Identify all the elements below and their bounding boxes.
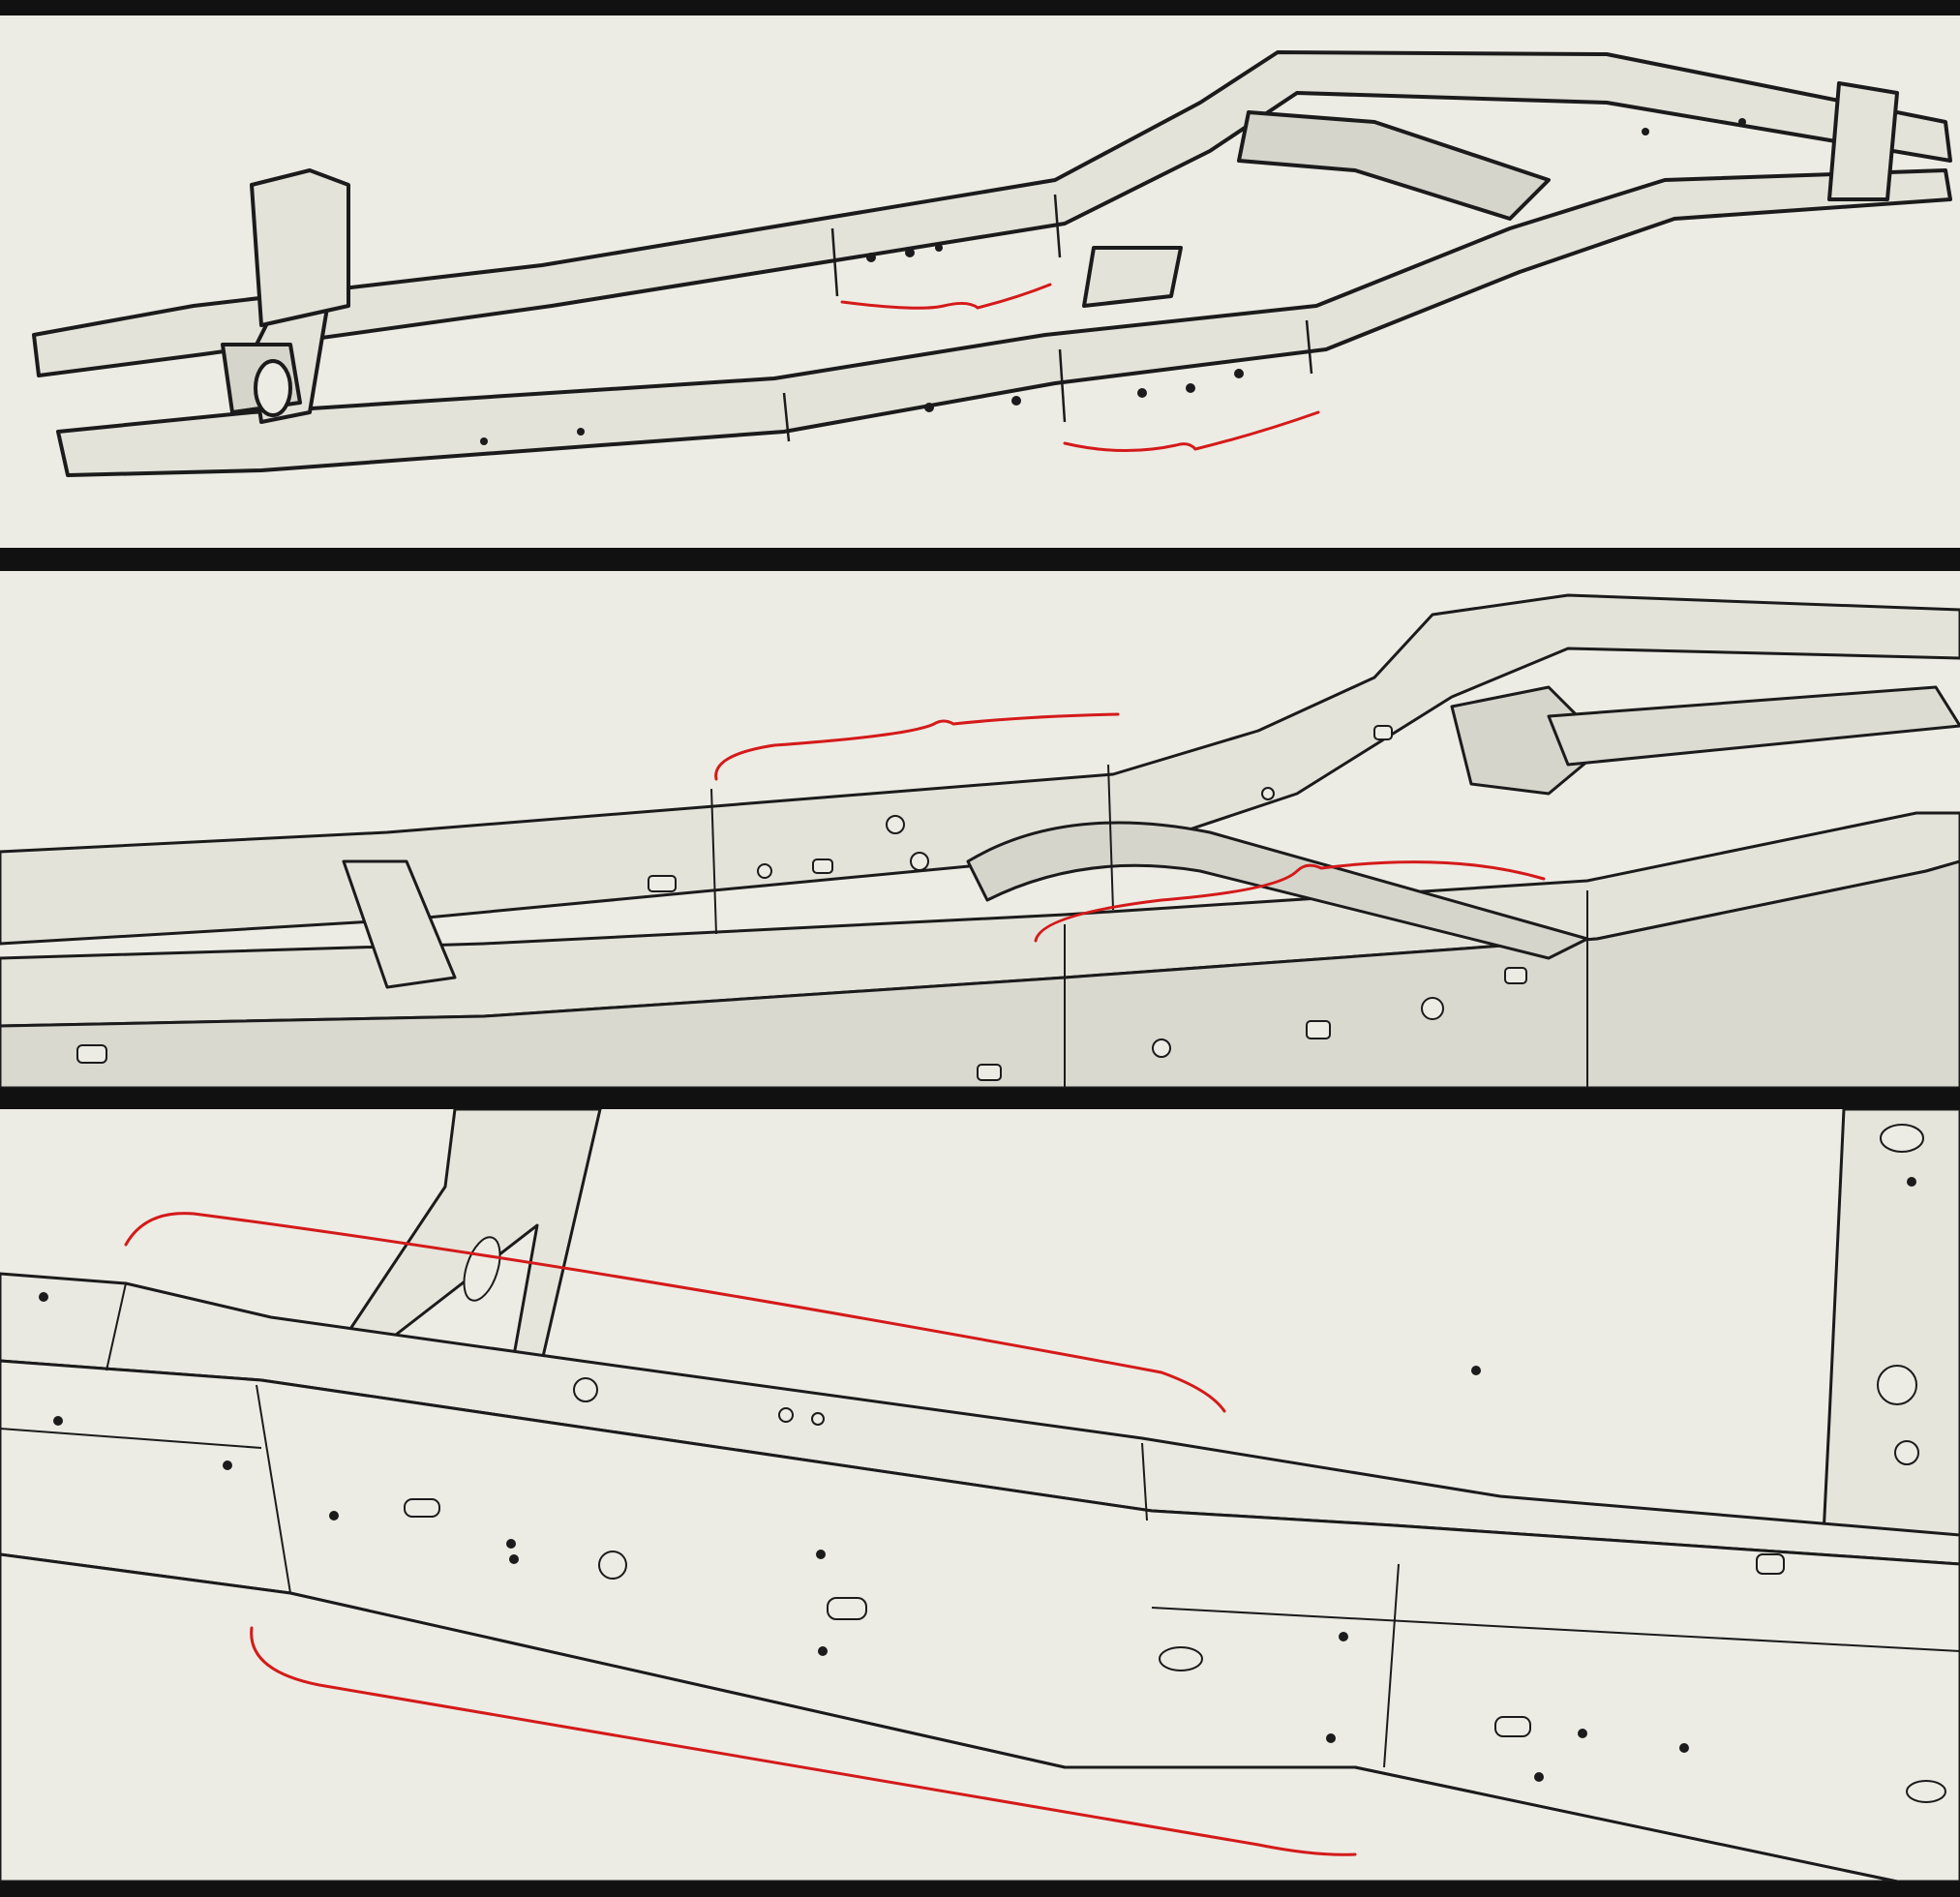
far-side-rail bbox=[0, 593, 1960, 946]
mounting-holes bbox=[480, 118, 1746, 445]
near-rail-lower-face bbox=[0, 859, 1960, 1088]
annotation-brace-far-rail-upper bbox=[714, 712, 1120, 781]
cross-member-rear bbox=[1827, 81, 1899, 201]
annotation-brace-far-rail bbox=[840, 283, 1052, 310]
front-mount-hole bbox=[254, 359, 292, 417]
cross-member-mid bbox=[1082, 246, 1183, 308]
rail-segment-lines bbox=[710, 764, 1588, 1088]
annotation-brace-far-rail-lower bbox=[1034, 860, 1546, 943]
annotation-brace-lower-rail bbox=[250, 1626, 1357, 1856]
panel-mid-section bbox=[0, 571, 1960, 1088]
panel-divider-bottom bbox=[0, 1088, 1960, 1109]
near-side-rail bbox=[56, 168, 1952, 477]
panel-divider-footer bbox=[0, 1882, 1960, 1897]
mounting-holes bbox=[76, 725, 1527, 1081]
annotation-brace-upper-rail bbox=[124, 1212, 1226, 1413]
frame-overview-drawing bbox=[32, 50, 1952, 477]
side-rail-drawing bbox=[0, 1109, 1960, 1882]
mounting-holes bbox=[404, 1124, 1946, 1803]
panel-divider-mid bbox=[0, 548, 1960, 571]
annotation-brace-near-rail bbox=[1063, 410, 1320, 453]
panel-frame-overview bbox=[0, 15, 1960, 548]
front-shock-tower bbox=[250, 168, 350, 327]
panel-side-rail-detail bbox=[0, 1109, 1960, 1882]
rear-cross-tube bbox=[1547, 685, 1960, 767]
cross-member-vertical bbox=[342, 859, 457, 989]
diagonal-brace bbox=[347, 1109, 602, 1363]
rail-segment-lines bbox=[0, 1282, 1960, 1768]
tubular-cross-member bbox=[966, 821, 1589, 960]
small-rivets bbox=[39, 1177, 1916, 1782]
mid-section-drawing bbox=[0, 593, 1960, 1088]
x-brace bbox=[1237, 110, 1551, 221]
rail-detail-lines bbox=[782, 194, 1313, 442]
far-side-rail bbox=[32, 50, 1952, 377]
panel-divider-top bbox=[0, 0, 1960, 15]
